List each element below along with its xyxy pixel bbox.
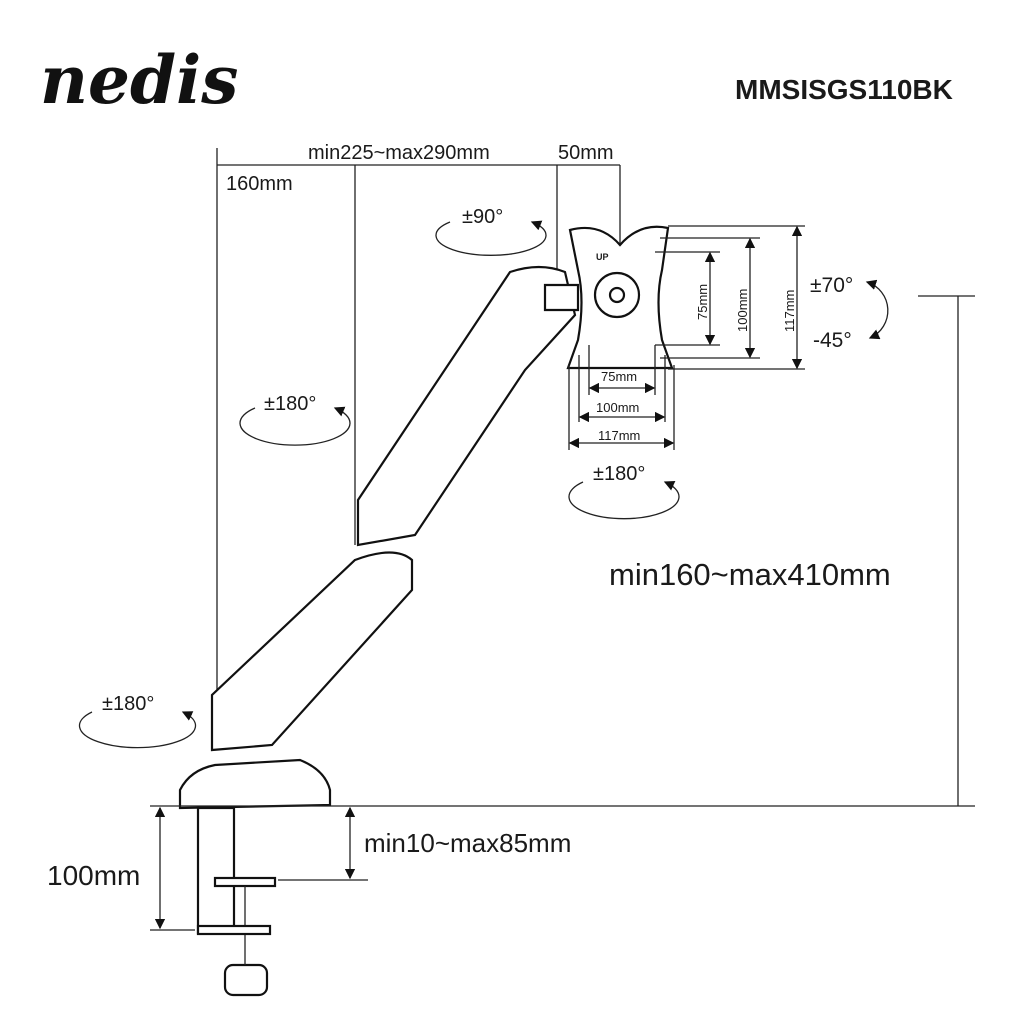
arm-reach-label: min225~max290mm xyxy=(308,142,490,164)
vesa-v100-label: 100mm xyxy=(735,289,750,332)
vesa-v75-label: 75mm xyxy=(695,284,710,320)
arm-base-rotation-label: ±180° xyxy=(102,693,154,715)
vesa-h117-label: 117mm xyxy=(598,428,640,443)
top-dimension-lines xyxy=(216,148,621,700)
head-swivel-label: ±90° xyxy=(462,206,503,228)
top-offset-label: 160mm xyxy=(226,173,293,195)
nedis-logo: nedis xyxy=(40,41,238,119)
model-number: MMSISGS110BK xyxy=(735,74,953,105)
height-range-label: min160~max410mm xyxy=(609,557,891,592)
height-dimension-lines xyxy=(150,295,975,931)
vesa-dimension-lines xyxy=(568,225,805,450)
vesa-h100-label: 100mm xyxy=(596,400,639,415)
plate-up-label: UP xyxy=(596,252,609,262)
monitor-arm-illustration xyxy=(178,225,674,997)
arm-upper-rotation-label: ±180° xyxy=(264,393,316,415)
tilt-up-label: ±70° xyxy=(810,274,853,297)
vesa-v117-label: 117mm xyxy=(782,290,797,332)
desk-thickness-label: min10~max85mm xyxy=(364,828,571,858)
tilt-down-label: -45° xyxy=(813,329,852,352)
vesa-h75-label: 75mm xyxy=(601,369,637,384)
head-offset-label: 50mm xyxy=(558,142,614,164)
head-rotation-label: ±180° xyxy=(593,463,645,485)
rotation-arrow-icon xyxy=(78,220,889,749)
clamp-height-label: 100mm xyxy=(47,860,140,891)
